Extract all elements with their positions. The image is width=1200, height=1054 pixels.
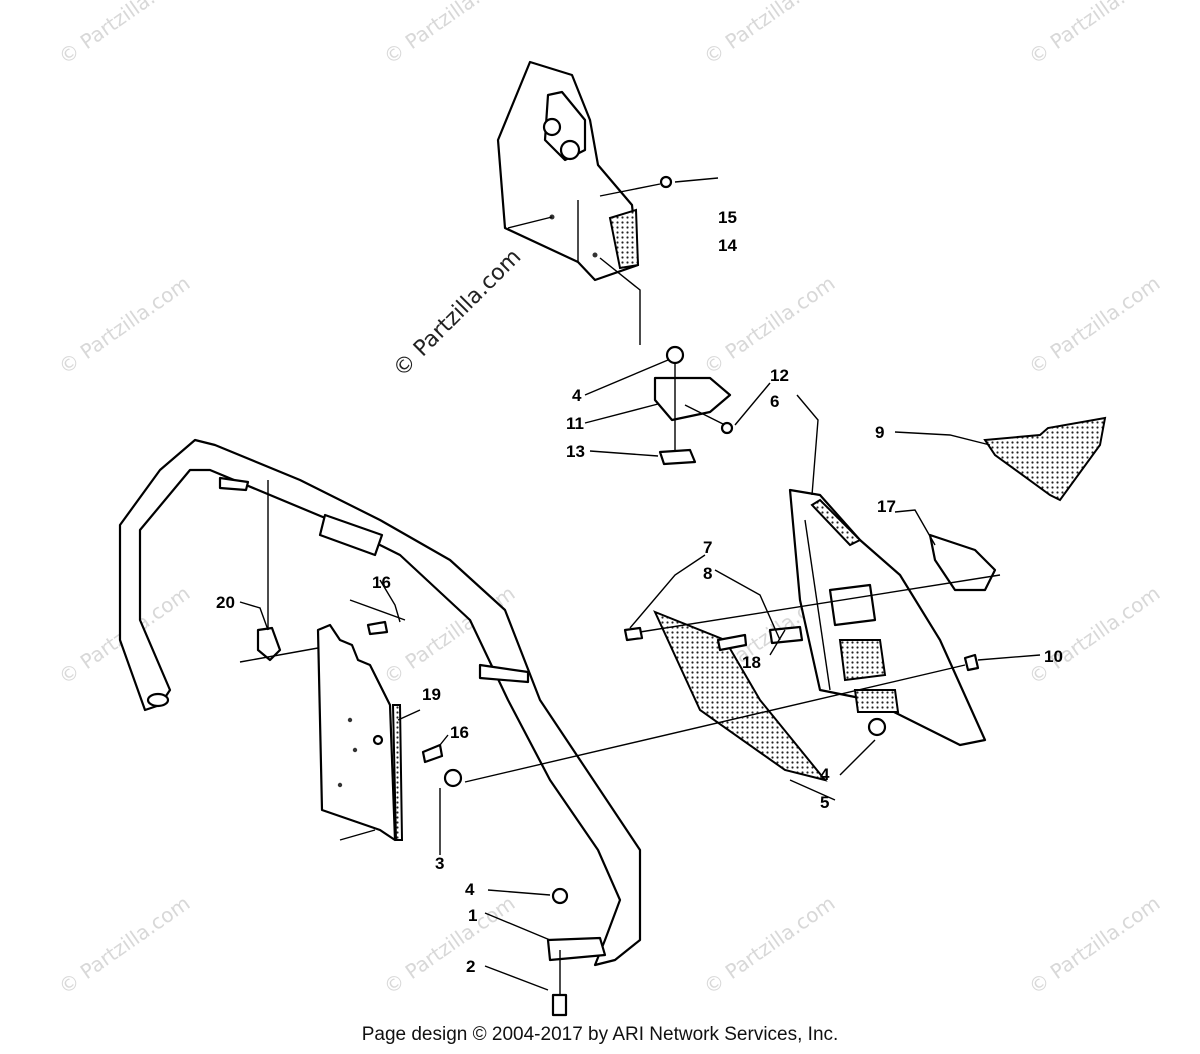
callout-1: 1 bbox=[468, 906, 477, 925]
callout-16-upper: 16 bbox=[372, 573, 391, 592]
part-17-bracket bbox=[928, 533, 997, 592]
callout-2: 2 bbox=[466, 957, 475, 976]
callout-5: 5 bbox=[820, 793, 829, 812]
leader-line bbox=[674, 177, 719, 183]
watermark: © Partzilla.com bbox=[699, 891, 839, 999]
callout-4-right: 4 bbox=[820, 765, 830, 784]
watermark: © Partzilla.com bbox=[379, 0, 519, 69]
watermark: © Partzilla.com bbox=[54, 271, 194, 379]
leader-line bbox=[599, 257, 641, 345]
callout-17: 17 bbox=[877, 497, 896, 516]
callout-12: 12 bbox=[770, 366, 789, 385]
part-16-bolt-upper bbox=[366, 620, 389, 636]
part-14-upper-plate bbox=[496, 60, 640, 282]
watermark: © Partzilla.com bbox=[699, 0, 839, 69]
callouts: 15 14 4 11 13 12 6 9 17 7 8 18 10 4 5 16… bbox=[216, 208, 1063, 976]
watermark-feature: © Partzilla.com bbox=[389, 245, 527, 383]
bumper-tube bbox=[118, 438, 642, 967]
part-10-bolt bbox=[963, 653, 980, 672]
part-11-bracket bbox=[653, 345, 732, 422]
callout-6: 6 bbox=[770, 392, 779, 411]
callout-16-lower: 16 bbox=[450, 723, 469, 742]
watermark: © Partzilla.com bbox=[54, 891, 194, 999]
callout-8: 8 bbox=[703, 564, 712, 583]
part-7-bolt bbox=[623, 626, 644, 642]
callout-20: 20 bbox=[216, 593, 235, 612]
watermark: © Partzilla.com bbox=[1024, 891, 1164, 999]
part-4-nut-lower bbox=[551, 887, 569, 905]
watermark: © Partzilla.com bbox=[379, 891, 519, 999]
alignment-line bbox=[239, 647, 319, 663]
alignment-line bbox=[464, 664, 966, 783]
part-12-pin bbox=[720, 421, 734, 435]
watermark: © Partzilla.com bbox=[1024, 271, 1164, 379]
alignment-line bbox=[349, 599, 406, 621]
leader-line bbox=[684, 404, 726, 426]
callout-7: 7 bbox=[703, 538, 712, 557]
callout-14: 14 bbox=[718, 236, 737, 255]
watermark: © Partzilla.com bbox=[54, 0, 194, 69]
leader-lines bbox=[239, 359, 1041, 991]
callout-3: 3 bbox=[435, 854, 444, 873]
watermark: © Partzilla.com bbox=[1024, 0, 1164, 69]
alignment-line bbox=[639, 574, 1001, 633]
part-19-side-plate bbox=[316, 623, 404, 842]
leader-line bbox=[507, 216, 553, 229]
part-1-bushing bbox=[546, 936, 607, 962]
callout-11: 11 bbox=[566, 414, 584, 433]
watermark: © Partzilla.com bbox=[699, 271, 839, 379]
callout-13: 13 bbox=[566, 442, 585, 461]
callout-18: 18 bbox=[742, 653, 761, 672]
callout-10: 10 bbox=[1044, 647, 1063, 666]
callout-4: 4 bbox=[572, 386, 582, 405]
alignment-line bbox=[339, 829, 376, 841]
callout-4-lower: 4 bbox=[465, 880, 475, 899]
callout-15: 15 bbox=[718, 208, 737, 227]
part-15-rivet bbox=[659, 175, 673, 189]
part-3-nut bbox=[443, 768, 463, 788]
part-4-nut-right bbox=[867, 717, 887, 737]
part-18-pin bbox=[768, 625, 804, 645]
part-16-bolt-lower bbox=[421, 743, 444, 764]
part-2-bolt bbox=[551, 993, 568, 1017]
watermark: © Partzilla.com bbox=[1024, 581, 1164, 689]
page-footer: Page design © 2004-2017 by ARI Network S… bbox=[361, 1024, 839, 1045]
part-6-main-plate bbox=[788, 488, 987, 747]
leader-line bbox=[599, 183, 661, 197]
part-8-pin bbox=[716, 633, 748, 652]
callout-9: 9 bbox=[875, 423, 884, 442]
part-13-clip bbox=[658, 448, 697, 466]
callout-19: 19 bbox=[422, 685, 441, 704]
part-20-clamp bbox=[256, 626, 282, 662]
part-9-cover bbox=[983, 416, 1107, 502]
